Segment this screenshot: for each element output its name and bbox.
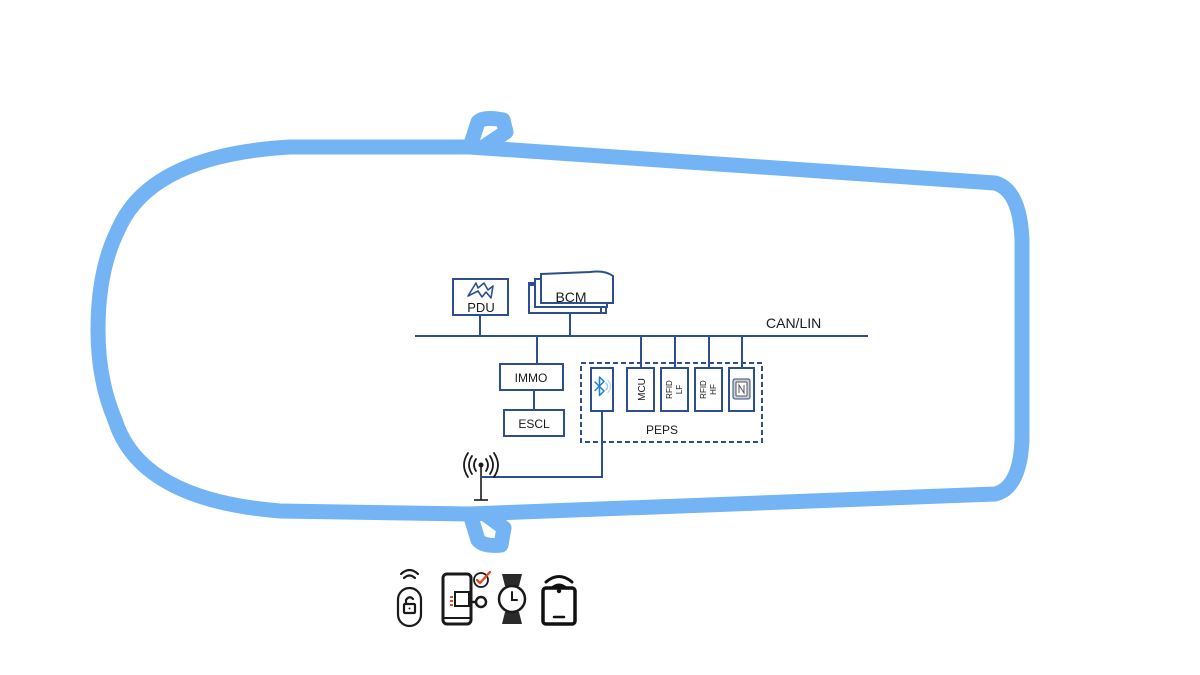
rfid-hf-module: RFID HF — [694, 367, 723, 412]
antenna-icon — [463, 452, 499, 501]
bus-label: CAN/LIN — [766, 315, 821, 331]
pdu-label: PDU — [467, 300, 494, 315]
power-icon — [467, 282, 494, 299]
rfid-lf-label-top: RFID — [665, 380, 674, 399]
pdu-module: PDU — [452, 278, 509, 336]
mcu-module: MCU — [626, 367, 655, 412]
peps-group — [580, 362, 763, 443]
immo-module: IMMO — [499, 363, 564, 391]
key-fob-icon — [396, 568, 423, 628]
peps-label: PEPS — [646, 423, 678, 437]
car-outline — [90, 110, 1030, 553]
bcm-module: BCM — [528, 270, 614, 336]
bluetooth-module — [590, 367, 614, 412]
phone-digital-key-icon — [441, 570, 492, 626]
mcu-label: MCU — [637, 378, 648, 401]
rfid-hf-label-bottom: HF — [709, 384, 718, 395]
nfc-icon — [732, 378, 751, 400]
escl-label: ESCL — [518, 417, 550, 431]
bluetooth-icon — [594, 376, 612, 397]
rfid-lf-label-bottom: LF — [675, 385, 684, 394]
nfc-module — [728, 367, 755, 412]
smartphone-icon — [541, 575, 577, 626]
escl-module: ESCL — [503, 409, 565, 437]
rfid-lf-module: RFID LF — [660, 367, 689, 412]
rfid-hf-label-top: RFID — [699, 380, 708, 399]
bcm-label: BCM — [555, 289, 586, 305]
immo-label: IMMO — [515, 371, 548, 385]
smartwatch-icon — [497, 574, 527, 624]
